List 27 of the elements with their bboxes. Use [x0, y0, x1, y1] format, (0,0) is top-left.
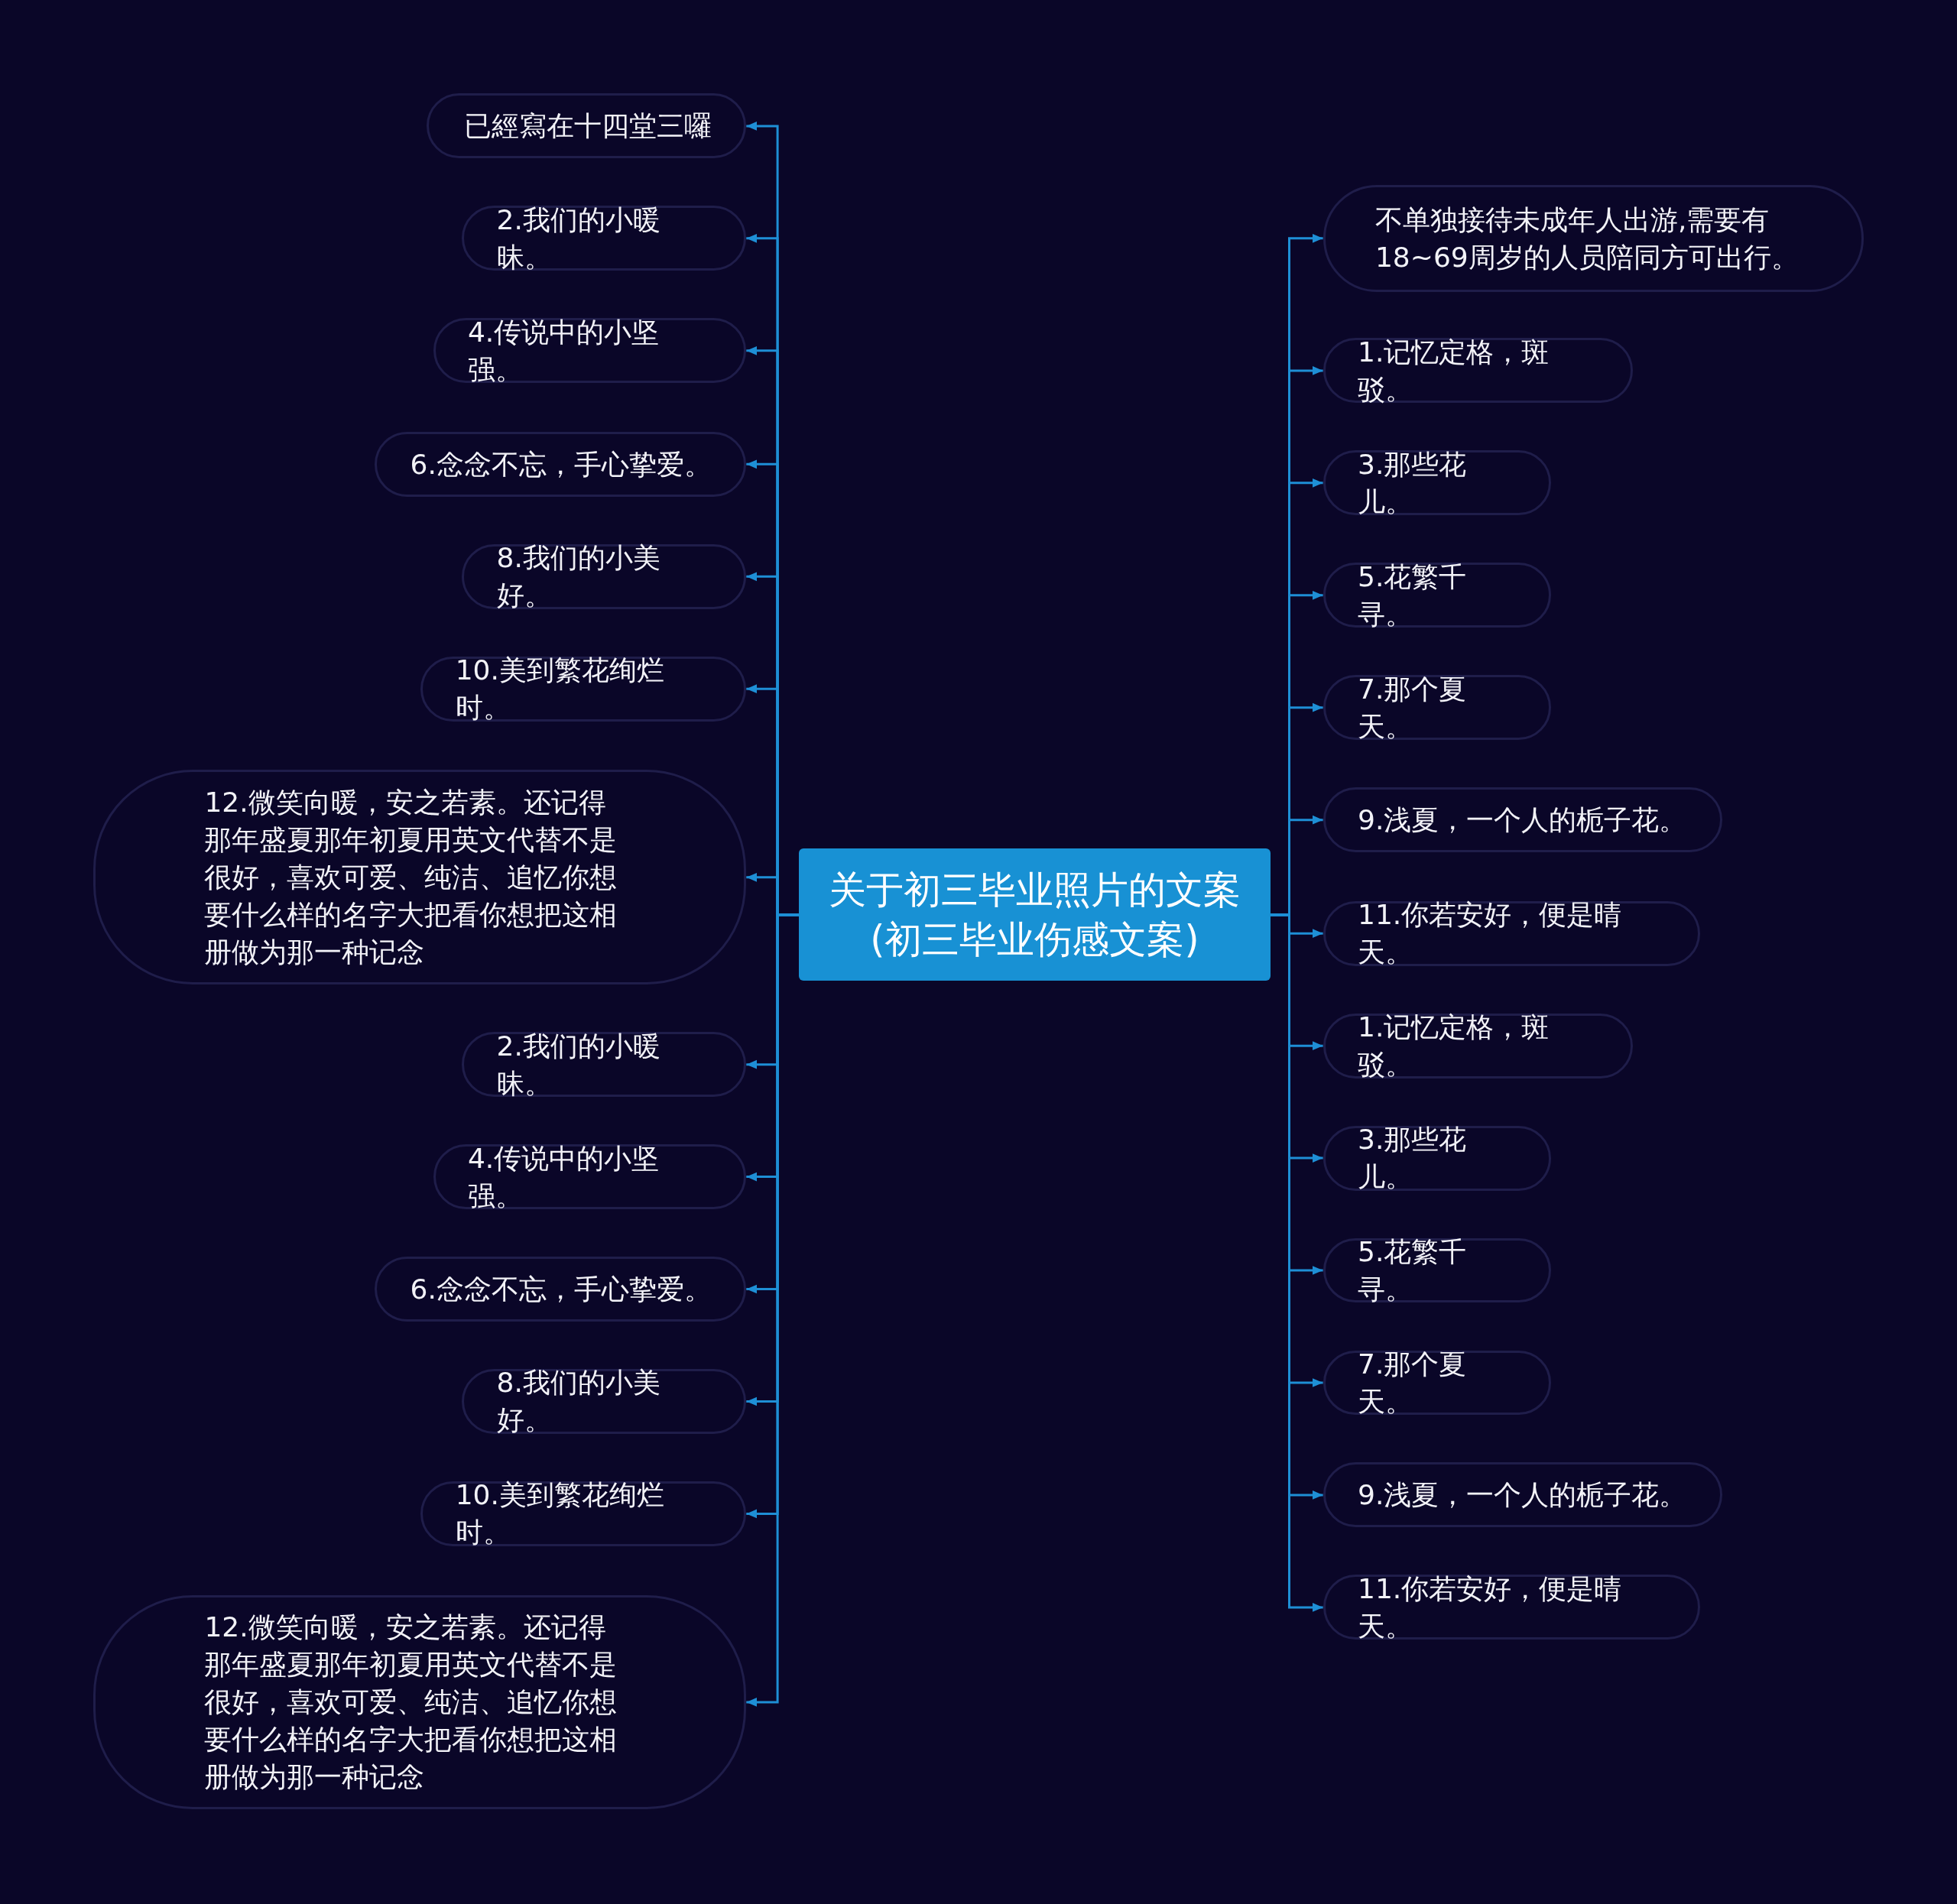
topic-pill: 9.浅夏，一个人的栀子花。 — [1323, 787, 1723, 853]
central-topic-box: 关于初三毕业照片的文案(初三毕业伤感文案) — [798, 848, 1271, 981]
topic-pill: 7.那个夏天。 — [1323, 675, 1552, 741]
topic-pill: 10.美到繁花绚烂时。 — [420, 1481, 747, 1546]
topic-pill: 11.你若安好，便是晴天。 — [1323, 1575, 1700, 1640]
topic-pill: 8.我们的小美好。 — [462, 543, 747, 609]
topic-pill: 4.传说中的小坚强。 — [433, 318, 747, 384]
topic-pill: 5.花繁千寻。 — [1323, 563, 1552, 628]
topic-pill: 4.传说中的小坚强。 — [433, 1144, 747, 1210]
topic-pill: 7.那个夏天。 — [1323, 1350, 1552, 1416]
topic-pill: 8.我们的小美好。 — [462, 1369, 747, 1434]
topic-pill: 1.记忆定格，斑驳。 — [1323, 338, 1633, 404]
topic-pill: 9.浅夏，一个人的栀子花。 — [1323, 1462, 1723, 1528]
topic-pill: 6.念念不忘，手心挚爱。 — [374, 431, 747, 497]
topic-pill: 5.花繁千寻。 — [1323, 1237, 1552, 1303]
topic-pill: 3.那些花儿。 — [1323, 450, 1552, 516]
topic-pill: 已經寫在十四堂三囉 — [427, 93, 747, 159]
topic-pill: 3.那些花儿。 — [1323, 1125, 1552, 1191]
topic-pill: 10.美到繁花绚烂时。 — [420, 656, 747, 722]
topic-pill: 12.微笑向暖，安之若素。还记得那年盛夏那年初夏用英文代替不是很好，喜欢可爱、纯洁、追忆你想要什么样的名字大把看你想把这相册做为那一种记念 — [93, 1594, 747, 1810]
topic-pill: 12.微笑向暖，安之若素。还记得那年盛夏那年初夏用英文代替不是很好，喜欢可爱、纯洁、追忆你想要什么样的名字大把看你想把这相册做为那一种记念 — [93, 770, 747, 985]
topic-pill: 1.记忆定格，斑驳。 — [1323, 1013, 1633, 1079]
topic-pill: 不单独接待未成年人出游,需要有18~69周岁的人员陪同方可出行。 — [1323, 184, 1864, 293]
topic-pill: 2.我们的小暖昧。 — [462, 206, 747, 271]
topic-pill: 2.我们的小暖昧。 — [462, 1032, 747, 1098]
topic-pill: 11.你若安好，便是晴天。 — [1323, 900, 1700, 966]
topic-pill: 6.念念不忘，手心挚爱。 — [374, 1257, 747, 1322]
